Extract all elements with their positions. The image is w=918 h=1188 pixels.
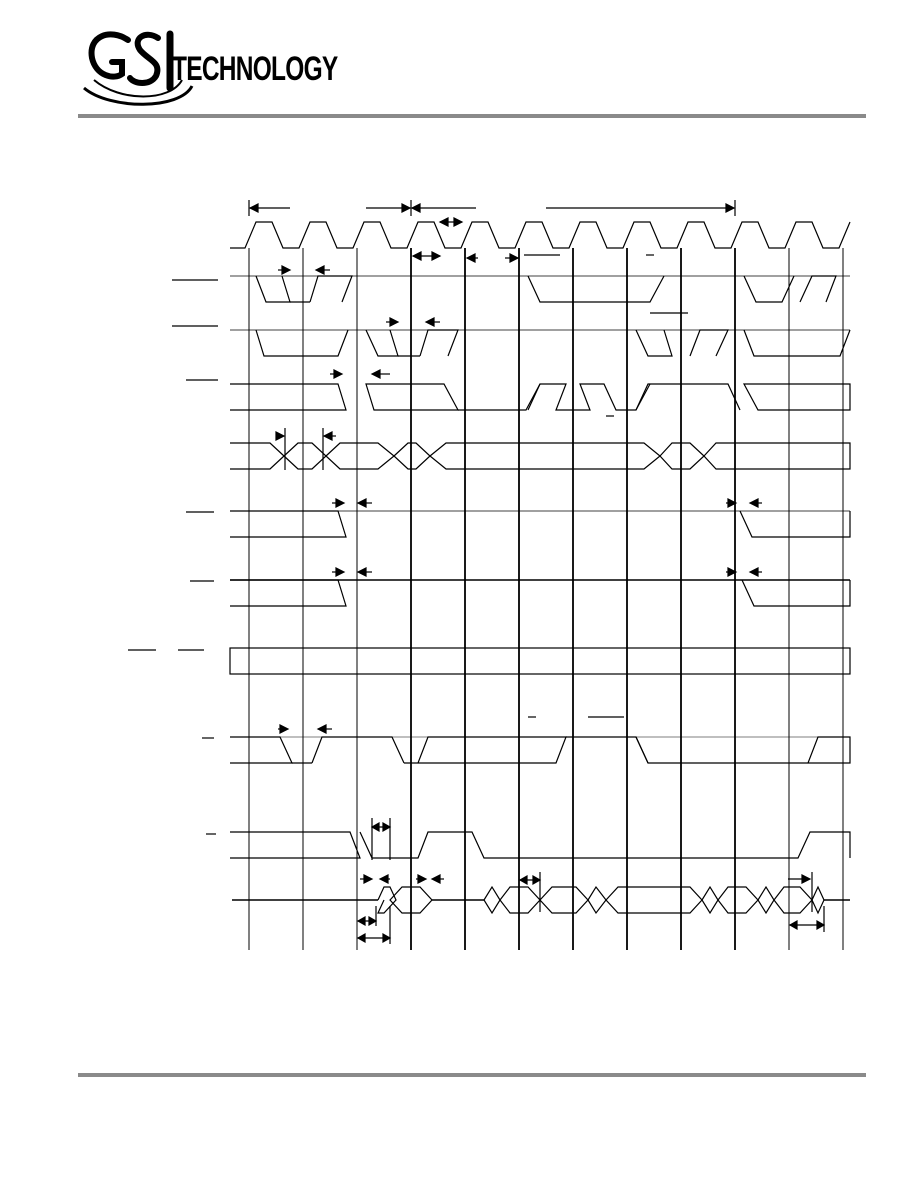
signal-row-1 xyxy=(172,265,850,314)
clock-grid xyxy=(248,248,844,950)
page-header: TECHNOLOGY xyxy=(0,0,918,125)
signal-row-7 xyxy=(128,647,851,675)
signal-row-6 xyxy=(190,567,851,607)
clock-waveform xyxy=(230,221,851,249)
signal-row-5 xyxy=(186,498,851,538)
signal-row-2 xyxy=(172,317,851,357)
signal-row-9 xyxy=(206,818,851,860)
address-bus xyxy=(230,428,851,470)
cycle-time-arrows xyxy=(248,200,736,263)
header-rule xyxy=(78,114,866,118)
company-wordmark: TECHNOLOGY xyxy=(172,50,338,88)
gsi-logo-icon xyxy=(83,30,194,106)
signal-row-3 xyxy=(186,369,851,417)
signal-row-8 xyxy=(202,716,851,764)
footer-rule xyxy=(78,1073,866,1077)
data-bus xyxy=(232,872,850,944)
